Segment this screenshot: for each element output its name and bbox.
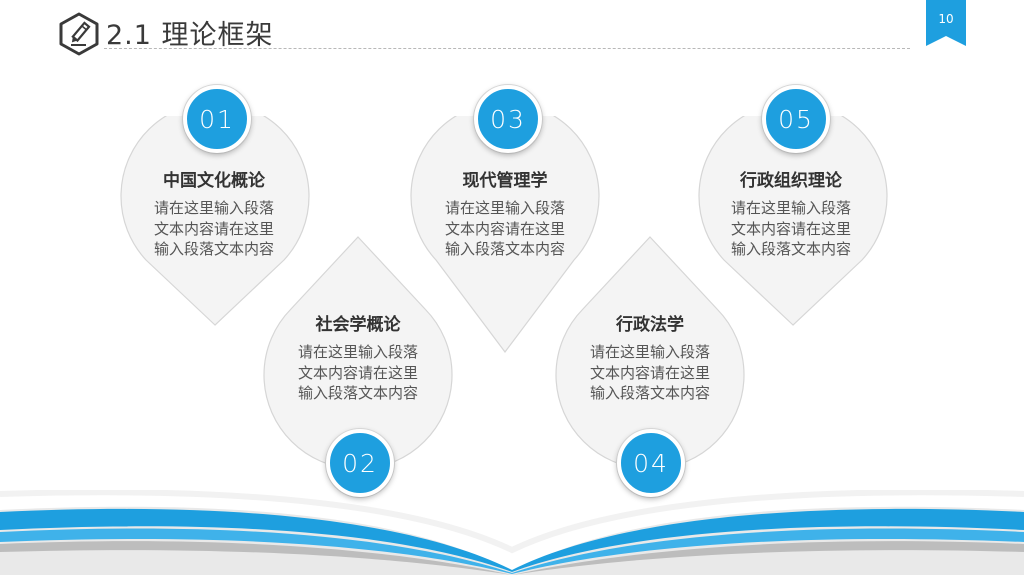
drop-shape: [410, 116, 600, 353]
item-number-badge: 03: [474, 85, 542, 153]
page-title: 2.1 理论框架: [106, 20, 274, 51]
item-title: 行政法学: [616, 315, 684, 335]
item-number-badge: 01: [183, 85, 251, 153]
drop-shape: [698, 116, 888, 326]
bookmark-ribbon-icon: [926, 0, 966, 46]
drop-shape: [263, 236, 453, 466]
page-number: 10: [938, 12, 954, 26]
item-description: 请在这里输入段落文本内容请在这里输入段落文本内容: [444, 199, 565, 258]
item-number-badge: 02: [326, 429, 394, 497]
drop-shape: [555, 236, 745, 466]
title-divider: [104, 48, 910, 49]
item-number-badge: 04: [617, 429, 685, 497]
item-description: 请在这里输入段落文本内容请在这里输入段落文本内容: [730, 199, 851, 258]
bottom-wave-decoration: [0, 490, 1024, 575]
item-description: 请在这里输入段落文本内容请在这里输入段落文本内容: [153, 199, 274, 258]
item-title: 社会学概论: [315, 315, 401, 335]
item-description: 请在这里输入段落文本内容请在这里输入段落文本内容: [589, 343, 710, 402]
item-title: 中国文化概论: [163, 171, 265, 191]
item-number-badge: 05: [762, 85, 830, 153]
item-title: 现代管理学: [462, 171, 548, 191]
item-description: 请在这里输入段落文本内容请在这里输入段落文本内容: [297, 343, 418, 402]
drop-shape: [120, 116, 310, 326]
item-title: 行政组织理论: [740, 171, 842, 191]
hexagon-pencil-icon: [59, 12, 99, 56]
